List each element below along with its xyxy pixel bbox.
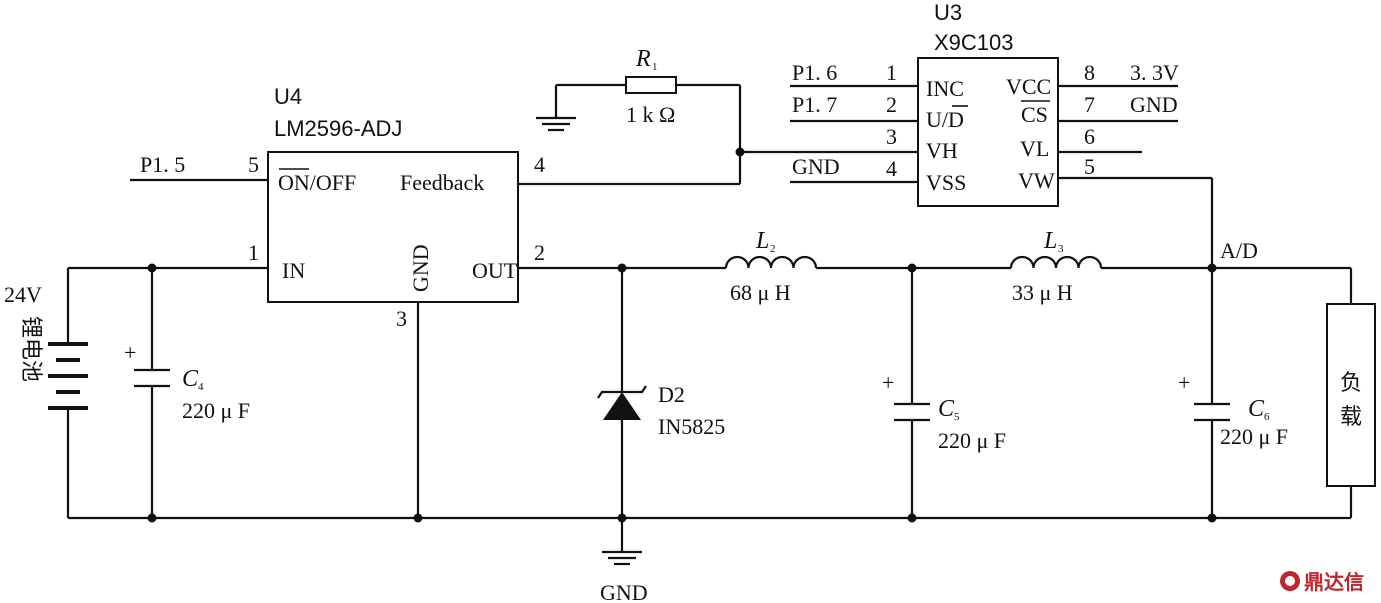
resistor-r1: R 1 1 k Ω xyxy=(625,46,677,127)
u3-pin-cs: CS xyxy=(1021,102,1048,127)
diode-d2: D2 IN5825 xyxy=(597,382,725,439)
u3-pin3-number: 3 xyxy=(886,124,897,149)
u3-part: X9C103 xyxy=(934,30,1014,55)
load: 负 载 A/D xyxy=(1220,238,1376,487)
l2-sub: 2 xyxy=(770,243,776,255)
capacitor-c6: + C 6 220 μ F xyxy=(1178,370,1288,449)
d2-schottky-bar xyxy=(597,385,647,399)
u3-ud-u-text: U/ xyxy=(926,107,949,132)
u4-pin2-number: 2 xyxy=(534,240,545,265)
load-body xyxy=(1326,303,1376,487)
l3-sub: 3 xyxy=(1058,243,1064,255)
u3-pin-vcc: VCC xyxy=(1006,74,1051,99)
c4-name: C xyxy=(182,366,199,392)
wires xyxy=(66,83,1353,552)
u3-pin2-number: 2 xyxy=(886,92,897,117)
u3-pin5-number: 5 xyxy=(1084,154,1095,179)
d2-ref: D2 xyxy=(658,382,685,407)
l3-name: L xyxy=(1043,228,1057,254)
u3-pin4-number: 4 xyxy=(886,156,897,181)
net-gnd-label-cs: GND xyxy=(1130,92,1178,117)
load-label-1: 负 xyxy=(1340,371,1362,396)
c6-plus: + xyxy=(1178,370,1190,395)
u4-ref: U4 xyxy=(274,84,302,109)
l2-name: L xyxy=(755,228,769,254)
u3-ud-d-text: D xyxy=(948,107,964,132)
r1-sub: 1 xyxy=(652,61,658,73)
load-label-2: 载 xyxy=(1340,405,1362,430)
c5-name: C xyxy=(938,396,955,422)
junction-dots xyxy=(147,147,1217,523)
net-gnd-label-u3: GND xyxy=(792,154,840,179)
u3-pin-vw: VW xyxy=(1018,168,1055,193)
u4-body xyxy=(267,151,519,303)
u4-off-text: /OFF xyxy=(310,170,356,195)
battery-24v: 24V 锂电池 xyxy=(4,282,88,410)
gnd-label: GND xyxy=(600,580,648,603)
battery-voltage: 24V xyxy=(4,282,42,307)
ad-label: A/D xyxy=(1220,238,1258,263)
u3-pin-inc: INC xyxy=(926,76,964,101)
c6-name: C xyxy=(1248,396,1265,422)
u4-pin4-number: 4 xyxy=(534,152,545,177)
battery-label: 锂电池 xyxy=(18,316,43,382)
u4-pin3-number: 3 xyxy=(396,306,407,331)
u3-pin-ud: U/D xyxy=(926,107,964,132)
d2-part: IN5825 xyxy=(658,414,725,439)
u3-pin-vl: VL xyxy=(1020,136,1049,161)
u3-pin7-number: 7 xyxy=(1084,92,1095,117)
l2-coil xyxy=(724,255,818,269)
u4-pin-out: OUT xyxy=(472,258,518,283)
u4-pin-gnd: GND xyxy=(408,244,433,292)
inductor-l3: L 3 33 μ H xyxy=(1009,228,1103,305)
u4-pin5-number: 5 xyxy=(248,152,259,177)
ground-symbol-main: GND xyxy=(600,550,648,603)
u3-pin-vh: VH xyxy=(926,138,958,163)
u4-part: LM2596-ADJ xyxy=(274,116,402,141)
u4-pin1-number: 1 xyxy=(248,240,259,265)
u3-pin-vss: VSS xyxy=(926,170,966,195)
u3-ref: U3 xyxy=(934,0,962,25)
u4-pin-feedback: Feedback xyxy=(400,170,484,195)
d2-triangle xyxy=(603,392,641,420)
u3-body xyxy=(917,57,1059,207)
watermark-logo: 鼎达信 xyxy=(1280,570,1364,594)
u3-pin8-number: 8 xyxy=(1084,60,1095,85)
r1-name: R xyxy=(635,46,651,72)
r1-body xyxy=(625,76,677,94)
net-p15-label: P1. 5 xyxy=(140,152,185,177)
c4-value: 220 μ F xyxy=(182,398,250,423)
u3-digital-pot: U3 X9C103 INC U/D VH VSS VCC CS VL VW 1 … xyxy=(792,0,1179,207)
capacitor-c5: + C 5 220 μ F xyxy=(882,370,1006,453)
c5-plus: + xyxy=(882,370,894,395)
c5-sub: 5 xyxy=(954,411,960,423)
l2-value: 68 μ H xyxy=(730,280,791,305)
inductor-l2: L 2 68 μ H xyxy=(724,228,818,305)
net-p17-label: P1. 7 xyxy=(792,92,837,117)
watermark-text: 鼎达信 xyxy=(1304,570,1364,594)
r1-value: 1 k Ω xyxy=(626,102,675,127)
c4-plus: + xyxy=(124,340,136,365)
c6-value: 220 μ F xyxy=(1220,424,1288,449)
u4-pin-on-off: ON/OFF xyxy=(278,170,356,195)
u4-on-bar-text: ON xyxy=(278,170,310,195)
u4-regulator: U4 LM2596-ADJ ON/OFF Feedback IN OUT GND… xyxy=(140,84,545,331)
net-p16-label: P1. 6 xyxy=(792,60,837,85)
u4-pin-in: IN xyxy=(282,258,305,283)
u3-pin1-number: 1 xyxy=(886,60,897,85)
ground-symbol-r1 xyxy=(536,116,576,132)
l3-coil xyxy=(1009,255,1103,269)
c4-sub: 4 xyxy=(198,381,204,393)
c5-value: 220 μ F xyxy=(938,428,1006,453)
c6-sub: 6 xyxy=(1264,411,1270,423)
u3-pin6-number: 6 xyxy=(1084,124,1095,149)
net-3v3-label: 3. 3V xyxy=(1130,60,1179,85)
capacitor-c4: + C 4 220 μ F xyxy=(124,340,250,423)
l3-value: 33 μ H xyxy=(1012,280,1073,305)
